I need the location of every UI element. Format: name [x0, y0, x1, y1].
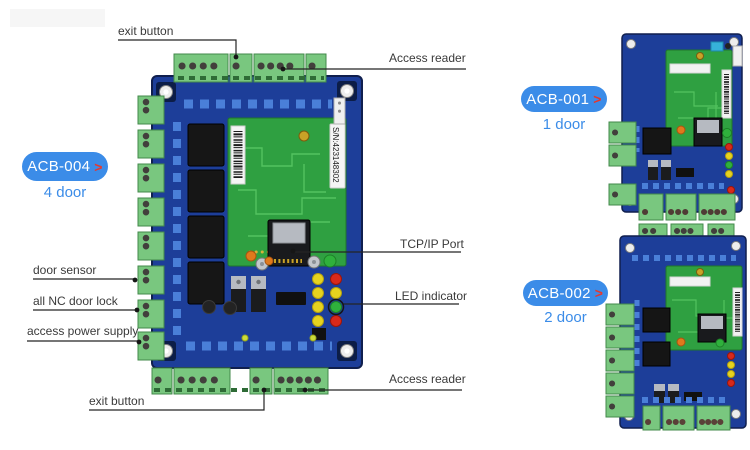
- label-door-sensor: door sensor: [33, 263, 97, 277]
- acb-002-arrow-icon: >: [594, 285, 604, 301]
- label-led-indicator: LED indicator: [395, 289, 468, 303]
- power-led: [323, 254, 337, 268]
- bottom-terminal-blocks: [151, 367, 330, 395]
- acb-001-doors-label: 1 door: [542, 116, 586, 133]
- acb-004-doors-label: 4 door: [43, 184, 87, 201]
- watermark-box: [10, 9, 105, 27]
- label-exit-button-top: exit button: [118, 24, 174, 38]
- label-tcp-ip-port: TCP/IP Port: [400, 237, 464, 251]
- ic-chip: [276, 292, 306, 305]
- label-access-reader-bottom: Access reader: [389, 372, 466, 386]
- orange-led: [245, 250, 257, 262]
- acb-002-board-image: [605, 223, 747, 431]
- acb-002-badge-label: ACB-002: [527, 284, 591, 302]
- callout-lines: [27, 39, 466, 411]
- top-terminal-blocks: [173, 53, 327, 83]
- label-access-power-supply: access power supply: [27, 324, 139, 338]
- relays: [187, 123, 225, 305]
- acb-001-board-image: [608, 33, 743, 221]
- acb-002-doors-label: 2 door: [544, 309, 587, 326]
- serial-number-label: S/N:423148302: [331, 127, 340, 183]
- led-indicators: [312, 273, 342, 327]
- acb-004-badge-label: ACB-004: [27, 158, 91, 175]
- label-access-reader-top: Access reader: [389, 51, 466, 65]
- acb-001-arrow-icon: >: [593, 91, 602, 107]
- cpu-daughter-board: S/N:423148302: [227, 117, 347, 267]
- acb-002-badge[interactable]: ACB-002 >: [523, 280, 608, 306]
- left-terminal-blocks: [137, 95, 165, 361]
- callout-dots: [132, 54, 308, 393]
- mounting-holes: [156, 81, 357, 361]
- label-exit-button-bottom: exit button: [89, 394, 145, 408]
- tcp-ip-port: [267, 219, 311, 267]
- acb-001-badge-label: ACB-001: [526, 90, 590, 108]
- acb-004-arrow-icon: >: [94, 158, 103, 175]
- acb-004-board-image: S/N:423148302: [137, 53, 363, 395]
- acb-004-badge[interactable]: ACB-004 >: [22, 152, 108, 181]
- label-all-nc-door-lock: all NC door lock: [33, 294, 118, 308]
- acb-001-badge[interactable]: ACB-001 >: [521, 86, 607, 112]
